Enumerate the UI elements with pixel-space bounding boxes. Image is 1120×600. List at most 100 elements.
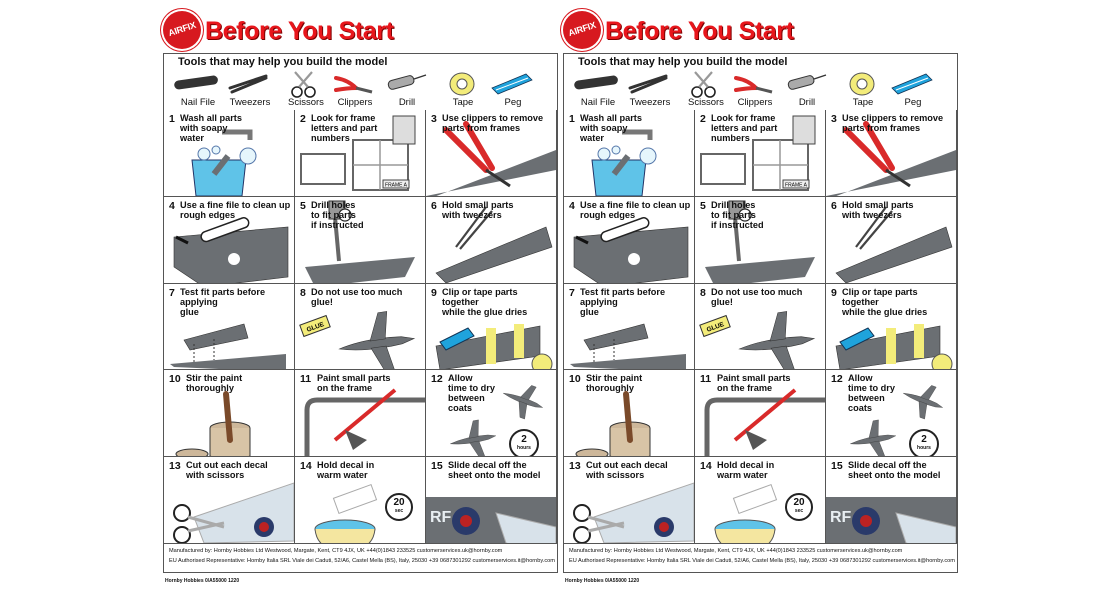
tool-tape: Tape (444, 70, 482, 110)
step-number: 10 (569, 373, 581, 385)
step-number: 9 (431, 287, 437, 299)
tool-drill: Drill (784, 70, 830, 110)
step-8: GLUE 8 Do not use too much glue! GLUE (695, 284, 826, 370)
timer-unit: sec (794, 508, 804, 514)
timer-unit: sec (394, 508, 404, 514)
tools-title: Tools that may help you build the model (178, 56, 388, 68)
instructions-panel: Tools that may help you build the model … (163, 53, 558, 573)
tools-title: Tools that may help you build the model (578, 56, 788, 68)
tool-label: Scissors (288, 97, 324, 108)
step-number: 11 (300, 373, 312, 385)
tool-label: Nail File (180, 97, 216, 108)
tool-nail-file: Nail File (572, 70, 624, 110)
timer-value: 2 (921, 434, 927, 445)
tool-tweezers: Tweezers (228, 70, 272, 110)
tool-label: Tape (452, 97, 474, 108)
step-number: 7 (569, 287, 575, 299)
step-number: 4 (169, 200, 175, 212)
footer: Manufactured by: Hornby Hobbies Ltd West… (564, 544, 957, 572)
step-number: 3 (431, 113, 437, 125)
tool-label: Tape (852, 97, 874, 108)
step-number: 10 (169, 373, 181, 385)
footer-eu-representative: EU Authorised Representative: Hornby Ita… (569, 558, 955, 564)
instruction-sheet-left: AIRFIX Before You Start Tools that may h… (163, 10, 558, 592)
step-number: 1 (169, 113, 175, 125)
step-number: 15 (431, 460, 443, 472)
tool-peg: Peg (890, 70, 936, 110)
tool-scissors: Scissors (688, 70, 724, 110)
decal-letters: RF (830, 509, 852, 526)
tool-label: Clippers (737, 97, 773, 108)
step-number: 6 (831, 200, 837, 212)
tool-label: Clippers (337, 97, 373, 108)
header: AIRFIX Before You Start (563, 10, 958, 52)
timer-value: 20 (393, 497, 405, 508)
step-number: 6 (431, 200, 437, 212)
step-caption: Do not use too much glue! (711, 287, 803, 307)
page-title: Before You Start (605, 17, 794, 45)
footer-eu-representative: EU Authorised Representative: Hornby Ita… (169, 558, 555, 564)
step-number: 9 (831, 287, 837, 299)
page-title: Before You Start (205, 17, 394, 45)
svg-text:FRAME A: FRAME A (785, 183, 808, 189)
tool-scissors: Scissors (288, 70, 324, 110)
tools-section: Tools that may help you build the model … (564, 54, 957, 111)
step-number: 14 (300, 460, 312, 472)
tool-drill: Drill (384, 70, 430, 110)
tool-clippers: Clippers (332, 70, 378, 110)
timer-unit: hours (517, 445, 531, 451)
tool-label: Peg (904, 97, 922, 108)
step-8: GLUE 8 Do not use too much glue! GLUE (295, 284, 426, 370)
decal-letters: RF (430, 509, 452, 526)
timer-value: 20 (793, 497, 805, 508)
product-code: Hornby Hobbies 0/A55000 1220 (165, 578, 240, 584)
footer-manufacturer: Manufactured by: Hornby Hobbies Ltd West… (169, 548, 503, 554)
tool-label: Peg (504, 97, 522, 108)
step-number: 5 (700, 200, 706, 212)
step-number: 14 (700, 460, 712, 472)
step-number: 2 (700, 113, 706, 125)
step-number: 2 (300, 113, 306, 125)
step-number: 12 (831, 373, 843, 385)
